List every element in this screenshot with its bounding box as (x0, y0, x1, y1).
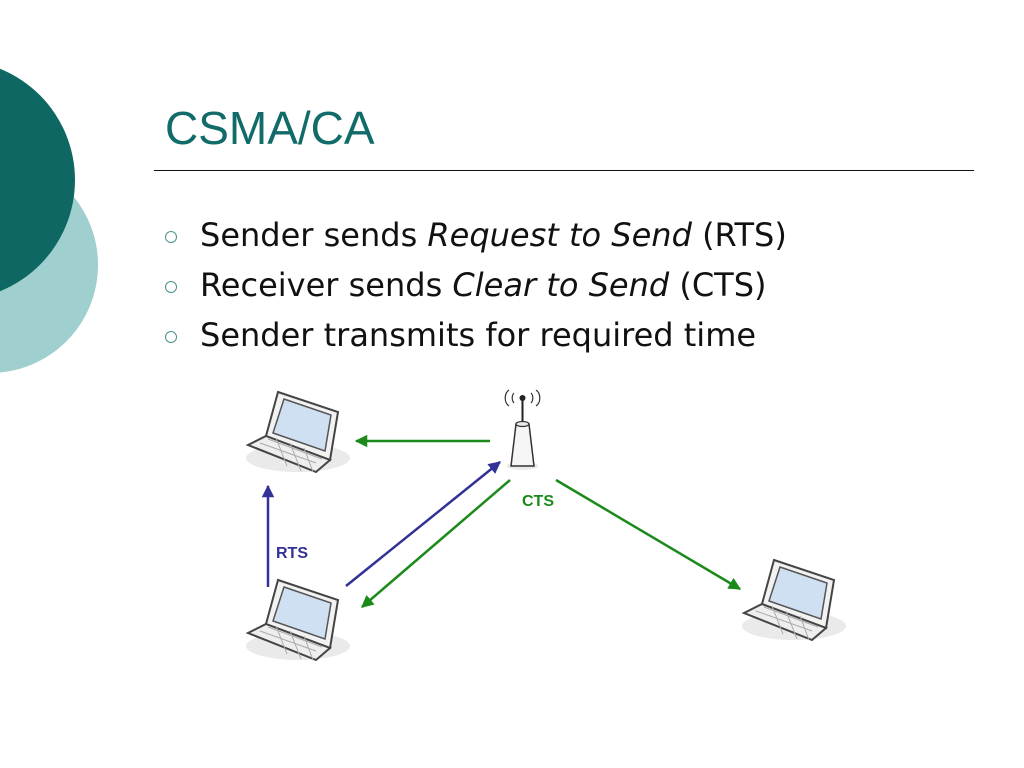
bullet-text-plain: Sender transmits for required time (200, 316, 757, 354)
bullet-circle-icon (165, 231, 177, 243)
bullet-text: Receiver sends Clear to Send (CTS) (200, 266, 767, 304)
bullet-text: Sender sends Request to Send (RTS) (200, 216, 787, 254)
decorative-circles (0, 68, 98, 373)
bullet-circle-icon (165, 331, 177, 343)
rts-arrow-to-access-point (345, 461, 501, 587)
rts-label: RTS (276, 545, 308, 562)
access-point-icon (504, 389, 541, 471)
slide-title: CSMA/CA (165, 102, 375, 154)
title-divider (154, 170, 974, 171)
cts-arrow-to-sender (361, 479, 511, 608)
cts-label: CTS (522, 493, 554, 510)
bullet-text-italic: Request to Send (427, 216, 692, 254)
bullet-text: Sender transmits for required time (200, 316, 756, 354)
bullet-item: Sender sends Request to Send (RTS) (165, 210, 787, 260)
other-laptop-icon (741, 559, 847, 641)
bullet-text-suffix: (RTS) (691, 216, 787, 254)
sender-laptop-icon (245, 579, 351, 661)
bullet-text-plain: Sender sends (200, 216, 428, 254)
bullet-text-suffix: (CTS) (669, 266, 767, 304)
receiver-laptop-icon (245, 391, 351, 473)
bullet-item: Receiver sends Clear to Send (CTS) (165, 260, 787, 310)
bullet-list: Sender sends Request to Send (RTS) Recei… (165, 210, 787, 360)
bullet-text-italic: Clear to Send (452, 266, 670, 304)
dark-teal-circle (0, 68, 75, 292)
bullet-text-plain: Receiver sends (200, 266, 453, 304)
bullet-circle-icon (165, 281, 177, 293)
bullet-item: Sender transmits for required time (165, 310, 787, 360)
cts-arrow-to-right-laptop (555, 478, 742, 591)
